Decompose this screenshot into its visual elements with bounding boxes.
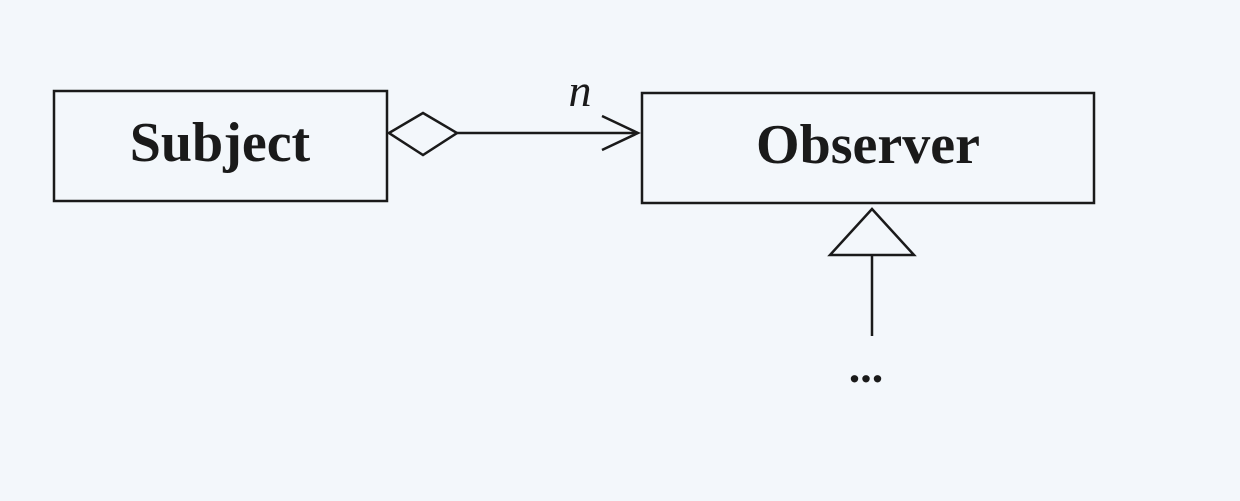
observer-class-label: Observer xyxy=(756,114,980,176)
subject-class-label: Subject xyxy=(130,112,311,174)
generalization-triangle xyxy=(827,207,917,257)
observer-class: Observer xyxy=(640,91,1096,205)
navigation-arrowhead xyxy=(601,114,641,152)
multiplicity-label: n xyxy=(569,65,592,116)
generalization-relation: ... xyxy=(827,207,917,392)
observer-class-box xyxy=(640,91,1096,205)
subclass-ellipsis: ... xyxy=(849,341,884,392)
aggregation-association: n xyxy=(386,65,641,157)
aggregation-diamond xyxy=(386,111,460,157)
subject-class-box xyxy=(52,89,389,203)
subject-class: Subject xyxy=(52,89,389,203)
